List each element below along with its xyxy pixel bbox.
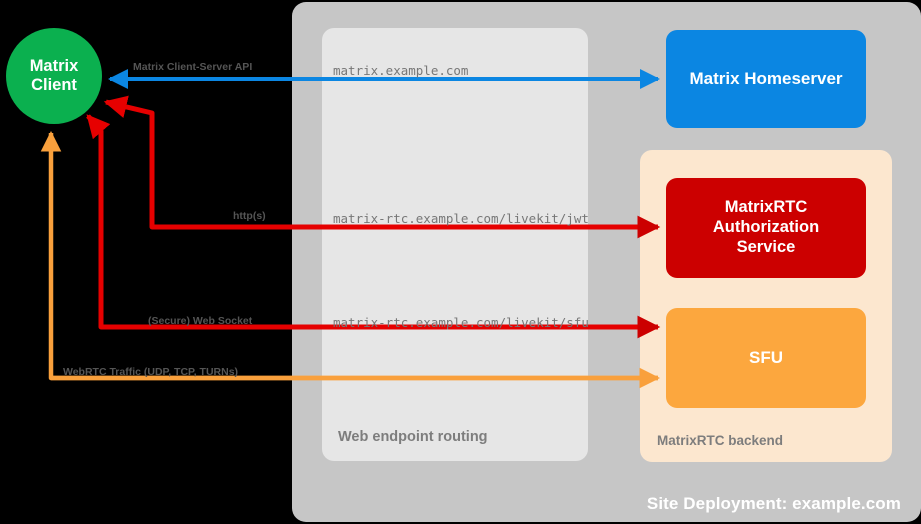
node-matrix-client-line1: Matrix: [29, 56, 79, 75]
node-auth-line3: Service: [736, 237, 796, 256]
matrixrtc-backend-label: MatrixRTC backend: [657, 433, 784, 448]
web-endpoint-routing-panel: Web endpoint routing: [322, 28, 588, 461]
node-auth-line2: Authorization: [712, 218, 820, 237]
url-label-matrix-example-com: matrix.example.com: [333, 63, 469, 78]
url-label-livekit-sfu: matrix-rtc.example.com/livekit/sfu: [333, 315, 589, 330]
edge-label-http-s: http(s): [233, 210, 266, 222]
edge-authorization-jwt: [103, 95, 661, 239]
site-deployment-label: Site Deployment: example.com: [646, 494, 901, 513]
edge-label-secure-web-socket: (Secure) Web Socket: [148, 315, 253, 327]
url-label-livekit-jwt: matrix-rtc.example.com/livekit/jwt: [333, 211, 589, 226]
node-auth-line1: MatrixRTC: [724, 198, 808, 217]
node-sfu[interactable]: SFU: [666, 308, 866, 408]
edge-label-matrix-client-server-api: Matrix Client-Server API: [133, 61, 253, 73]
edge-label-webrtc-traffic: WebRTC Traffic (UDP, TCP, TURNs): [63, 366, 239, 378]
node-matrix-homeserver[interactable]: Matrix Homeserver: [666, 30, 866, 128]
node-sfu-label: SFU: [749, 347, 783, 367]
node-matrix-client[interactable]: Matrix Client: [6, 28, 102, 124]
web-endpoint-routing-label: Web endpoint routing: [338, 429, 488, 445]
edge-webrtc-traffic: [40, 130, 661, 389]
node-matrix-client-line2: Client: [31, 76, 77, 94]
edge-sfu-websocket: [86, 114, 661, 339]
node-matrix-homeserver-label: Matrix Homeserver: [689, 68, 843, 88]
node-matrixrtc-authorization-service[interactable]: MatrixRTC Authorization Service: [666, 178, 866, 278]
